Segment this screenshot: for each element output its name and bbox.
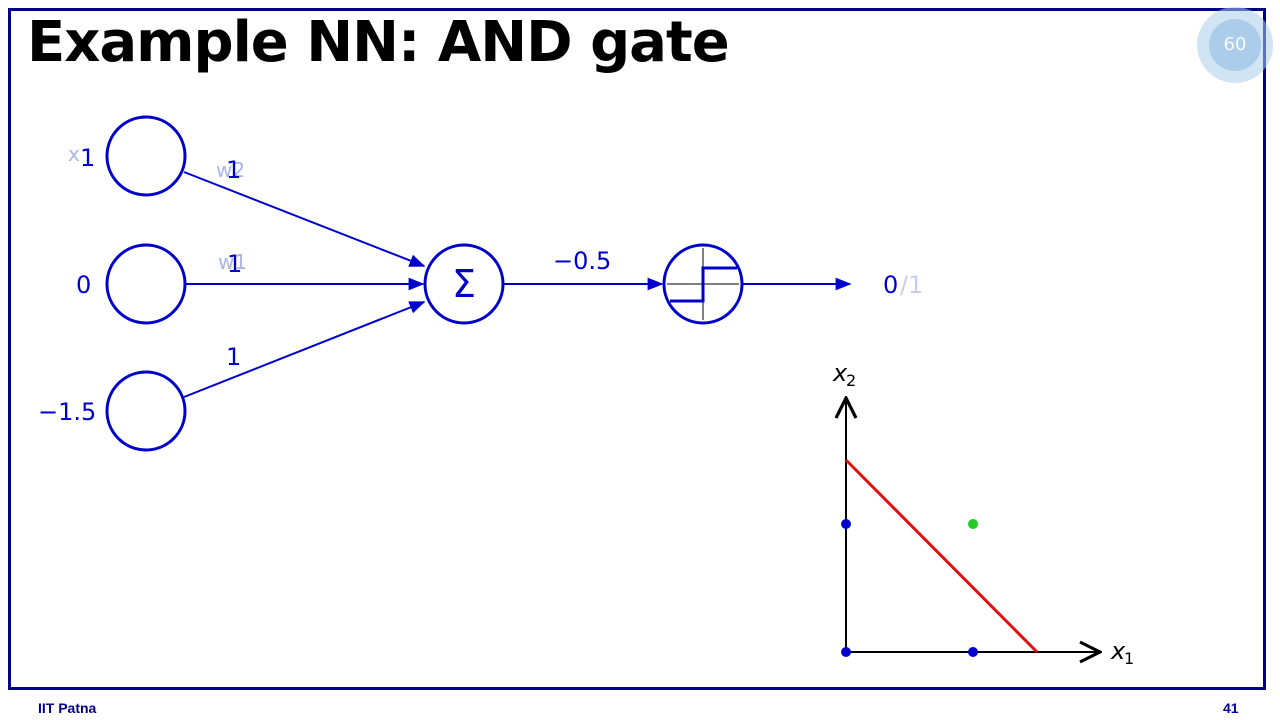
weight-ghost-1: w2 — [216, 158, 245, 182]
decision-boundary-line — [844, 458, 1039, 654]
edge-input3-sum — [183, 301, 426, 398]
step-function-icon — [667, 248, 739, 320]
sum-output-value: −0.5 — [553, 247, 611, 275]
timer-value: 60 — [1209, 19, 1261, 71]
data-point-00 — [841, 647, 851, 657]
decision-plot: x 2 x 1 — [832, 359, 1134, 668]
slide-title: Example NN: AND gate — [27, 10, 730, 75]
x1-axis-subscript: 1 — [1124, 649, 1134, 668]
output-value: 0 — [883, 271, 898, 299]
sum-symbol: Σ — [452, 262, 476, 306]
page-number: 41 — [1223, 700, 1239, 716]
edge-input1-sum — [183, 171, 426, 267]
x1-axis-label: x — [1110, 637, 1126, 665]
weight-value-2: 1 — [227, 250, 242, 278]
slide-frame — [8, 8, 1266, 690]
input-value-1: 1 — [80, 144, 95, 172]
data-point-11 — [968, 519, 978, 529]
input-node-2 — [105, 243, 187, 325]
x2-axis-subscript: 2 — [846, 371, 856, 390]
input-value-3: −1.5 — [38, 398, 96, 426]
data-point-01 — [841, 519, 851, 529]
x2-axis-label: x — [832, 359, 848, 387]
weight-ghost-2: w1 — [218, 250, 247, 274]
data-point-10 — [968, 647, 978, 657]
weight-value-3: 1 — [226, 343, 241, 371]
weight-value-1: 1 — [226, 156, 241, 184]
output-ghost: /1 — [900, 271, 923, 299]
input-node-1 — [105, 115, 187, 197]
input-value-2: 0 — [76, 271, 91, 299]
footer-institution: IIT Patna — [38, 700, 97, 716]
input-node-3 — [105, 370, 187, 452]
input-ghost-1: x — [68, 142, 80, 166]
